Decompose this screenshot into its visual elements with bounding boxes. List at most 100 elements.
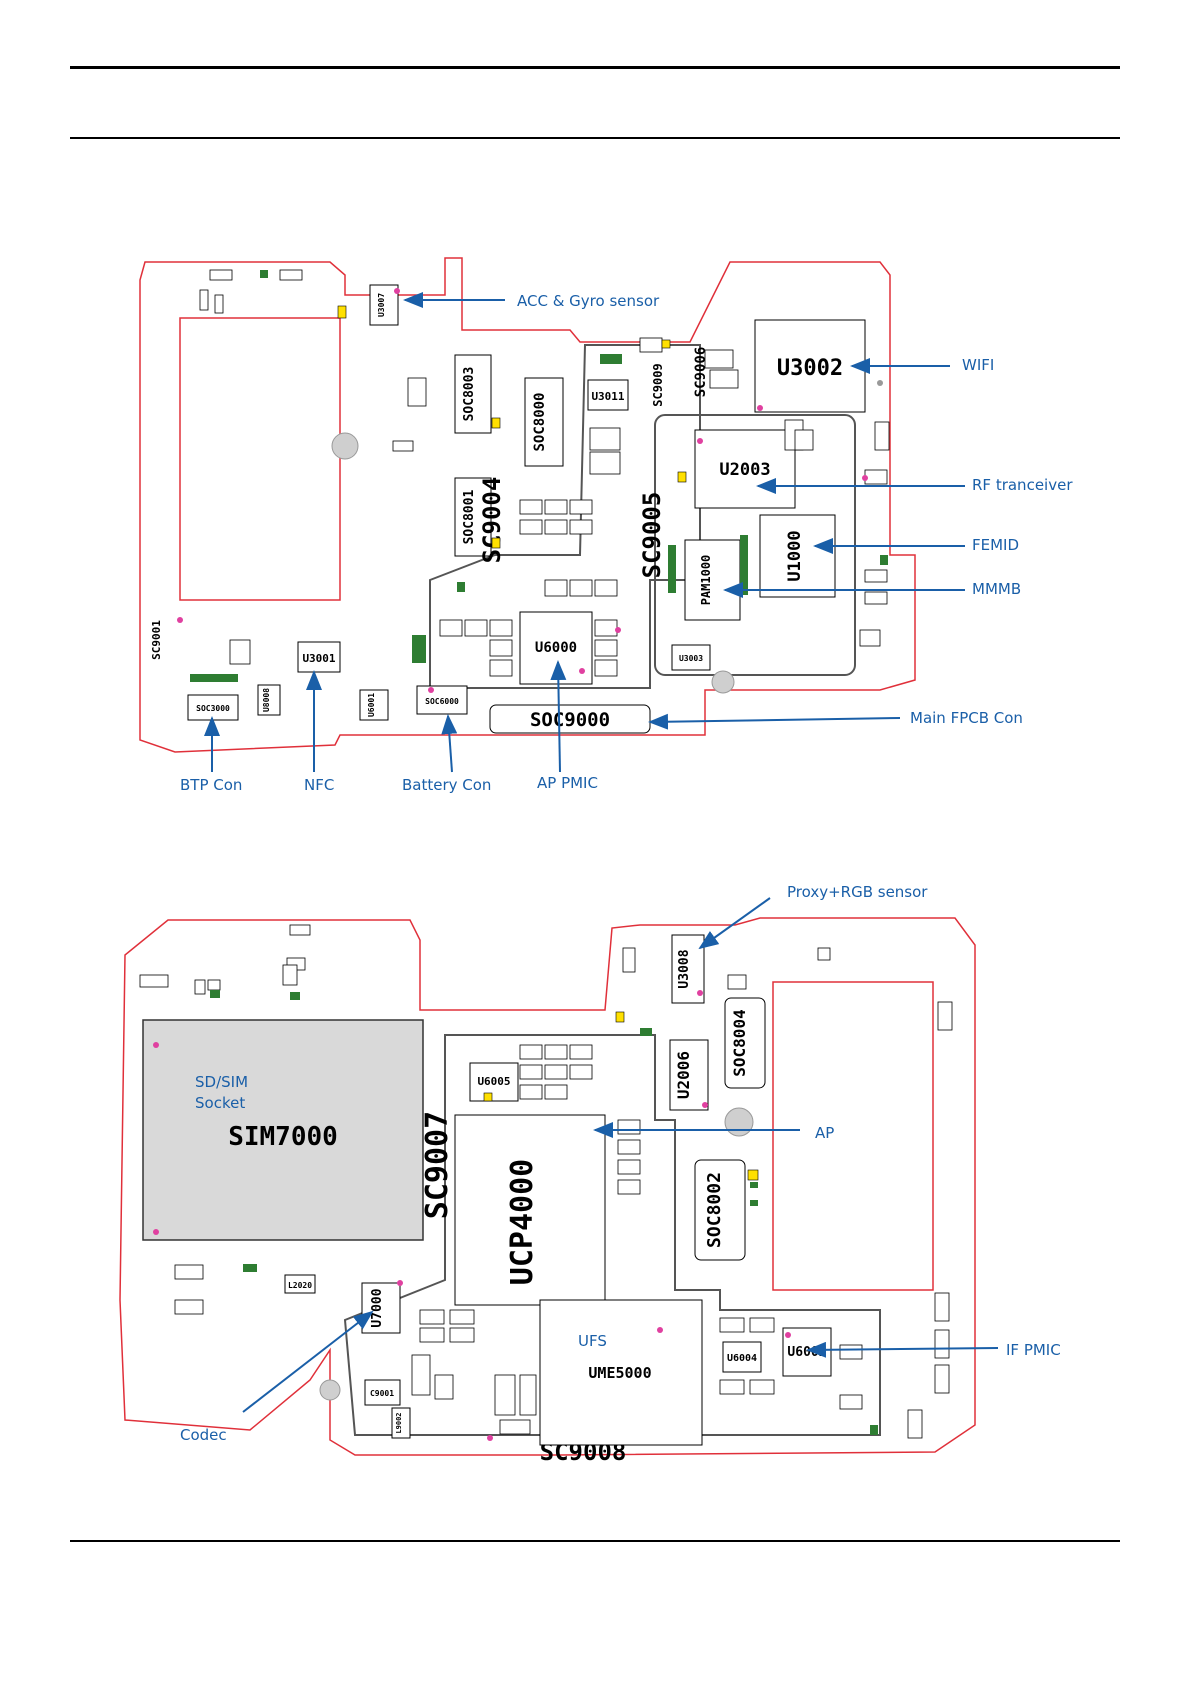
sd-sim-socket-line1: SD/SIM bbox=[195, 1073, 248, 1091]
sd-sim-socket-line2: Socket bbox=[195, 1094, 245, 1112]
soc8001-label: SOC8001 bbox=[462, 489, 477, 544]
soc8000-label: SOC8000 bbox=[532, 392, 548, 451]
sc9004-label: SC9004 bbox=[478, 477, 506, 564]
u3011-label: U3011 bbox=[591, 390, 624, 403]
u2003-label: U2003 bbox=[719, 460, 770, 480]
soc8003-chip bbox=[454, 354, 492, 434]
proxy-rgb-arrow bbox=[698, 897, 771, 950]
u6005-chip bbox=[469, 1062, 519, 1102]
soc8004-label: SOC8004 bbox=[730, 1009, 749, 1076]
c9001-label: C9001 bbox=[370, 1389, 394, 1398]
bottom-board: SIM7000 SD/SIM Socket UCP4000 SC9007 SC9… bbox=[119, 883, 1061, 1466]
top-mount-holes bbox=[331, 380, 883, 694]
soc6000-connector bbox=[416, 685, 468, 715]
if-pmic-arrow bbox=[806, 1341, 999, 1358]
ume5000-label: UME5000 bbox=[588, 1364, 651, 1382]
bottom-board-outline bbox=[119, 917, 976, 1456]
soc8004-chip bbox=[724, 997, 766, 1089]
soc8002-label: SOC8002 bbox=[704, 1172, 725, 1248]
u6004-label: U6004 bbox=[727, 1353, 757, 1364]
l2020-part bbox=[284, 1274, 316, 1294]
soc3000-connector bbox=[187, 694, 239, 721]
soc6000-label: SOC6000 bbox=[425, 697, 459, 706]
bottom-green-components bbox=[210, 990, 878, 1435]
header-rule-thick bbox=[70, 66, 1120, 69]
u3002-chip bbox=[754, 319, 866, 413]
u6004-chip bbox=[722, 1341, 762, 1373]
soc8002-chip bbox=[694, 1159, 746, 1261]
u3003-chip bbox=[671, 644, 711, 671]
u6005-label: U6005 bbox=[477, 1075, 510, 1088]
sc9001-label: SC9001 bbox=[150, 620, 163, 660]
u6002-label: U6002 bbox=[787, 1345, 826, 1360]
femid-callout: FEMID bbox=[972, 536, 1019, 554]
ufs-callout: UFS bbox=[578, 1332, 607, 1350]
bottom-yellow-components bbox=[483, 1011, 759, 1181]
btp-con-callout: BTP Con bbox=[180, 776, 242, 794]
ap-callout: AP bbox=[815, 1124, 834, 1142]
bottom-passive-components bbox=[139, 924, 953, 1439]
u8008-label: U8008 bbox=[262, 688, 271, 712]
l2020-label: L2020 bbox=[288, 1281, 312, 1290]
u7000-label: U7000 bbox=[370, 1288, 385, 1327]
mmmb-callout: MMMB bbox=[972, 580, 1021, 598]
u6001-label: U6001 bbox=[367, 693, 376, 717]
u3007-label: U3007 bbox=[377, 293, 386, 317]
soc8001-chip bbox=[454, 477, 492, 557]
sim7000-label: SIM7000 bbox=[228, 1122, 338, 1152]
top-passive-components bbox=[199, 269, 890, 677]
main-fpcb-callout: Main FPCB Con bbox=[910, 709, 1023, 727]
pam1000-chip bbox=[684, 539, 741, 621]
top-board: U3002 U2003 U1000 PAM1000 U6000 U3001 U3… bbox=[139, 257, 1073, 794]
bottom-shield-can bbox=[343, 1034, 881, 1436]
u6001-chip bbox=[359, 689, 389, 721]
u1000-chip bbox=[759, 514, 836, 598]
proxy-rgb-callout: Proxy+RGB sensor bbox=[787, 883, 928, 901]
ucp4000-label: UCP4000 bbox=[505, 1159, 540, 1285]
u2006-label: U2006 bbox=[674, 1051, 693, 1099]
top-board-outline bbox=[139, 257, 916, 753]
sc9007-label: SC9007 bbox=[420, 1111, 455, 1219]
u2003-chip bbox=[694, 429, 796, 509]
top-pink-markers bbox=[177, 288, 868, 693]
ucp4000-chip bbox=[454, 1114, 606, 1306]
ume5000-chip bbox=[539, 1299, 703, 1446]
top-callouts bbox=[204, 292, 965, 773]
header-rule-thin bbox=[70, 137, 1120, 139]
ap-pmic-arrow bbox=[550, 660, 567, 773]
soc3000-label: SOC3000 bbox=[196, 704, 230, 713]
pam1000-label: PAM1000 bbox=[699, 555, 713, 606]
soc8003-label: SOC8003 bbox=[462, 367, 477, 422]
acc-gyro-callout: ACC & Gyro sensor bbox=[517, 292, 660, 310]
wifi-callout: WIFI bbox=[962, 356, 994, 374]
u3002-label: U3002 bbox=[777, 356, 843, 381]
sc9009-label: SC9009 bbox=[651, 363, 665, 406]
l9002-label: L9002 bbox=[395, 1412, 403, 1433]
soc9000-label: SOC9000 bbox=[530, 709, 610, 731]
u3011-chip bbox=[587, 379, 629, 411]
soc8000-chip bbox=[524, 377, 564, 467]
bottom-pink-markers bbox=[153, 990, 791, 1441]
top-yellow-components bbox=[337, 305, 687, 549]
top-green-components bbox=[190, 270, 888, 682]
u3008-label: U3008 bbox=[677, 949, 692, 988]
bottom-right-pad bbox=[772, 981, 934, 1291]
u3007-chip bbox=[369, 284, 399, 326]
u3003-label: U3003 bbox=[679, 654, 703, 663]
u6000-label: U6000 bbox=[535, 640, 577, 656]
sim-socket-body bbox=[142, 1019, 424, 1241]
battery-con-callout: Battery Con bbox=[402, 776, 491, 794]
ap-pmic-callout: AP PMIC bbox=[537, 774, 598, 792]
u1000-label: U1000 bbox=[785, 530, 805, 581]
if-pmic-callout: IF PMIC bbox=[1006, 1341, 1061, 1359]
c9001-part bbox=[364, 1379, 401, 1406]
sc9005-label: SC9005 bbox=[638, 492, 666, 579]
fpcb-arrow bbox=[648, 713, 901, 730]
top-shield-pad bbox=[179, 317, 341, 601]
codec-arrow bbox=[242, 1310, 374, 1413]
u2006-chip bbox=[669, 1039, 709, 1111]
nfc-callout: NFC bbox=[304, 776, 334, 794]
rf-tranceiver-callout: RF tranceiver bbox=[972, 476, 1073, 494]
l9002-part bbox=[391, 1407, 411, 1439]
